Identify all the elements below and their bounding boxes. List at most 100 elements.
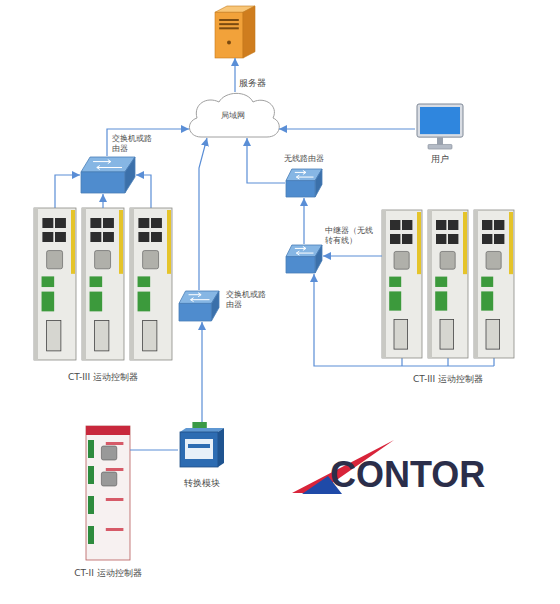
controller-stripe [463,212,467,274]
user-computer: 用户 [415,104,465,150]
terminal-block [88,466,94,484]
node-label: 中继器（无线转有线） [325,226,375,245]
converter-module-icon [178,422,226,468]
controller-stripe [509,212,513,274]
serial-port [95,251,111,269]
switch-side [315,245,322,273]
io-connector [394,320,408,350]
switch-side [315,169,322,197]
controller-rail [474,210,478,358]
node-label: 用户 [425,154,455,165]
controller-stripe [71,210,75,274]
ethernet-port [402,234,412,244]
terminal-block [138,292,151,312]
ethernet-port [448,220,458,230]
module-panel [185,439,213,459]
node-label: 局域网 [211,111,255,121]
network-link [247,138,285,183]
controller-rail [82,208,86,360]
module-side [218,428,224,467]
controller-body [428,210,468,358]
network-link [102,194,103,208]
terminal-block [481,291,493,310]
terminal-block [42,276,55,287]
module-top [180,428,224,432]
controller-group: CT-III 运动控制器 [382,210,514,358]
ethernet-port [482,220,492,230]
switch-arrows [93,160,122,170]
node-label: 交换机或路由器 [226,290,270,309]
io-connector [440,320,454,350]
ct2-controller-icon [86,426,130,560]
switch-router-icon [178,290,220,322]
controller-group-icon [34,208,172,360]
ethernet-port [402,220,412,230]
node-label: 转换模块 [172,478,232,489]
ethernet-port [390,234,400,244]
controller-body [82,208,124,360]
ethernet-port [390,220,400,230]
ethernet-port [55,218,66,228]
ethernet-port [103,218,114,228]
terminal-block [88,440,94,458]
red-marking [106,528,124,531]
controller-stripe [119,210,123,274]
ct3-controller [34,208,76,360]
serial-port [486,251,501,269]
node-label: CT-II 运动控制器 [38,568,178,579]
terminal-block [389,277,401,287]
lan-cloud: 局域网 [185,92,281,138]
controller-rail [130,208,134,360]
network-link [199,138,207,290]
node-label: CT-III 运动控制器 [34,372,172,383]
ethernet-port [138,218,149,228]
monitor-screen [420,107,460,134]
repeater-icon [285,244,323,274]
network-link [303,198,304,244]
server-icon-icon [215,6,255,58]
serial-port [143,251,159,269]
controller-rail [34,208,38,360]
controller-body [130,208,172,360]
serial-port [440,251,455,269]
node-label: 服务器 [239,78,283,89]
terminal-block [88,496,94,514]
network-link [234,58,235,92]
server-front [215,12,243,58]
user-computer-icon [415,104,465,150]
io-connector [47,320,61,350]
module-front [180,432,218,467]
ct3-controller [82,208,124,360]
controller-body [474,210,514,358]
ethernet-port [436,220,446,230]
switch-arrows [295,246,314,255]
terminal-block [435,291,447,310]
terminal-block [389,291,401,310]
wireless-router-icon [285,168,323,198]
serial-port [47,251,63,269]
network-link [107,129,189,156]
switch-router: 交换机或路由器 [178,290,220,322]
controller-body [86,426,130,560]
server-side [243,6,255,58]
ethernet-port [151,232,162,242]
ethernet-port [494,220,504,230]
terminal-block [88,526,94,544]
controller-rail [428,210,432,358]
terminal-block [481,277,493,287]
network-link [201,322,202,422]
io-connector [486,320,500,350]
server-slot [219,27,239,29]
logo-text: CONTOR [330,457,485,493]
controller-body [34,208,76,360]
red-marking [106,498,124,501]
ethernet-port [482,234,492,244]
node-label: 无线路由器 [279,154,329,164]
terminal-block [138,276,151,287]
server-led [227,40,231,44]
io-connector [95,320,109,350]
network-link [130,449,178,450]
monitor-stand [437,137,443,144]
server-icon: 服务器 [215,6,255,58]
ct3-controller [382,210,422,358]
